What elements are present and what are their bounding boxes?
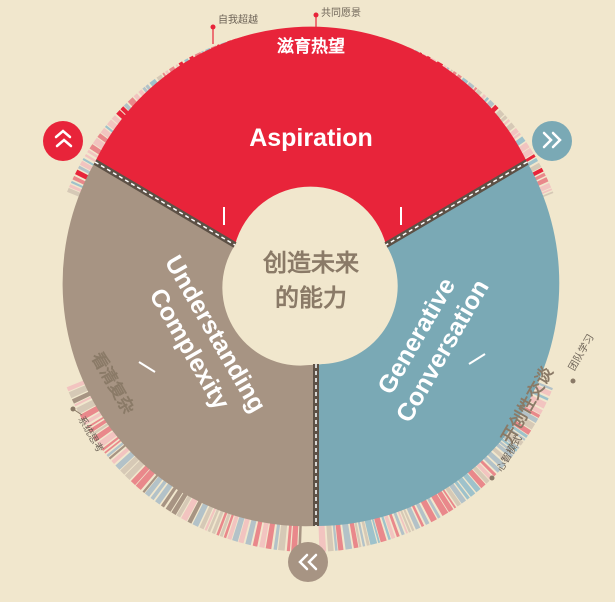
top-tag-2: 共同愿景 [313, 7, 361, 32]
top-left-chevron-icon[interactable] [43, 121, 83, 161]
center-circle [230, 205, 390, 365]
center-line2: 的能力 [275, 284, 347, 312]
center-line1: 创造未来 [262, 249, 360, 277]
wheel [62, 26, 560, 527]
aspiration-title: Aspiration [249, 124, 373, 152]
segment-aspiration [95, 26, 527, 245]
bottom-double-chevron-left-icon[interactable] [288, 542, 328, 582]
top-tag-1-text: 自我超越 [218, 13, 258, 26]
segment-generative-conversation [316, 162, 560, 527]
top-right-chevron-icon[interactable] [532, 121, 572, 161]
right-tag-2: 团队学习 [565, 332, 597, 384]
top-tag-1: 自我超越 [210, 13, 258, 44]
top-main-label: 滋育热望 [277, 36, 345, 57]
top-tag-2-text: 共同愿景 [321, 7, 361, 19]
barcode-stripe [318, 517, 327, 552]
segment-understanding-complexity [62, 162, 316, 527]
right-tag-2-text: 团队学习 [565, 332, 596, 373]
